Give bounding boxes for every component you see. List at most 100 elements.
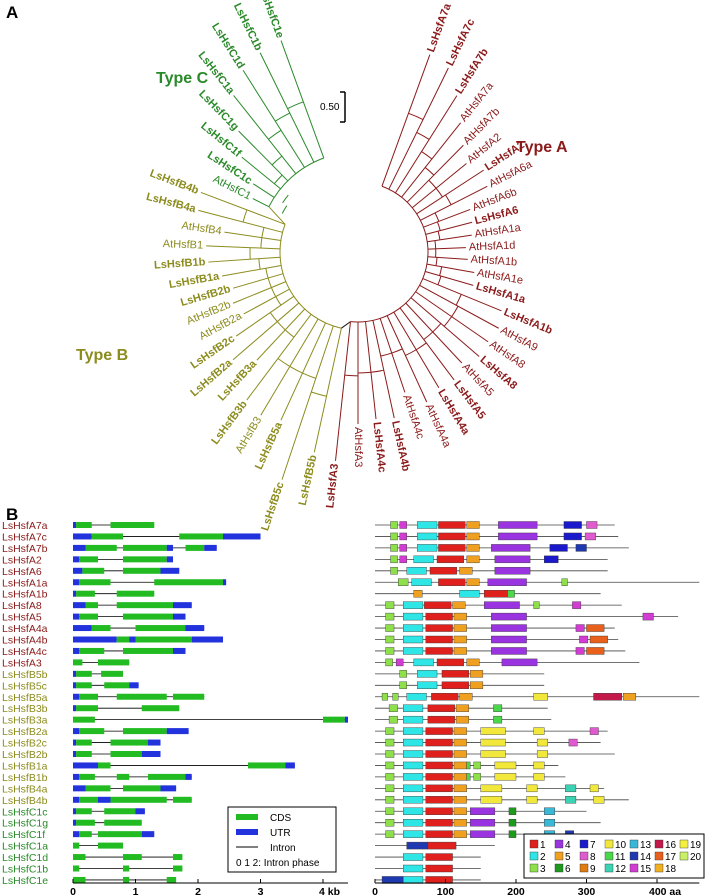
motif-box [406,693,427,701]
tree-leaf-label: LsHsfB4a [145,191,198,216]
utr-block [73,762,98,769]
motif-box [403,830,424,838]
utr-block [191,636,223,643]
tree-leaf-label: LsHsfC1e [257,0,286,40]
motif-box [589,635,608,644]
motif-box [392,693,399,701]
tree-subclade-arc [261,227,265,238]
tree-subclade-arc [455,294,462,306]
utr-block [73,647,80,654]
motif-box [403,796,424,804]
motif-box [403,807,424,815]
motif-box [425,807,453,815]
motif-box [589,784,599,793]
motif-box [403,624,424,632]
cds-block [76,705,98,712]
tree-subclade-arc [439,266,443,276]
utr-block [148,739,161,746]
cds-block [76,590,95,597]
motif-legend-label: 7 [590,840,596,851]
motif-legend-swatch [529,839,539,849]
cds-block [82,567,105,574]
motif-box [425,738,453,747]
motif-box [453,624,467,632]
motif-box [508,807,517,815]
motif-box [385,612,395,621]
motif-box [425,784,453,793]
tree-branch [411,163,467,209]
cds-block [116,590,155,597]
motif-box [425,830,453,838]
tree-subclade-arc [268,129,282,140]
motif-box [480,784,503,793]
tree-subclade-arc [421,151,433,160]
motif-box [459,590,480,598]
gene-label: LsHsfA4b [2,635,48,647]
motif-box [498,532,538,541]
motif-box [385,750,395,758]
motif-box [381,876,404,884]
motif-legend-swatch [629,851,639,861]
gene-axis-tick-label: 3 [258,886,264,895]
tree-subclade-arc [424,167,435,176]
tree-subclade-arc [302,372,316,379]
tree-branch [259,52,315,163]
motif-box [494,555,531,564]
tree-branch [405,302,463,364]
utr-block [344,716,348,723]
motif-box [385,773,395,781]
cds-block [104,808,136,815]
motif-box [425,773,453,781]
motif-box [425,624,453,632]
cds-block [79,647,105,654]
motif-box [385,738,395,747]
cds-block [79,728,105,735]
gene-label: LsHsfB2c [2,738,47,750]
motif-axis-tick-label: 200 [507,886,525,895]
tree-leaf-label: LsHsfC1b [231,1,265,53]
motif-box [403,853,424,861]
tree-subclade-arc [445,194,452,205]
motif-box [385,807,395,815]
cds-block [79,773,95,780]
motif-box [453,647,467,655]
motif-box [438,578,466,586]
motif-box [403,612,424,621]
utr-block [129,682,139,689]
motif-box [584,532,596,541]
cds-block [123,647,173,654]
motif-box [417,670,438,678]
motif-box [438,521,466,529]
motif-box [453,750,467,758]
tree-branch-bc [268,206,286,225]
motif-legend-swatch [554,851,564,861]
motif-box [586,521,598,529]
gene-label: LsHsfA8 [2,600,42,612]
motif-legend-label: 5 [565,852,571,863]
motif-box [381,693,388,701]
tree-branch [372,320,395,419]
tree-branch [334,321,351,461]
gene-label: LsHsfC1a [2,841,48,853]
tree-branch [232,273,284,289]
gene-label: LsHsfA1b [2,589,48,601]
motif-box [403,750,424,758]
motif-box [425,819,453,827]
motif-axis-tick-label: 300 [578,886,596,895]
tree-branch [246,314,312,401]
tree-subclade-arc [428,179,437,189]
cds-block [123,854,142,861]
cds-block [73,716,95,723]
motif-box [466,521,480,529]
motif-box [469,670,484,678]
motif-box [413,590,423,598]
motif-box [385,796,395,804]
motif-box [563,532,582,541]
motif-box [453,773,467,781]
tree-branch [238,130,289,182]
tree-subclade-arc [380,352,392,357]
utr-block [73,739,77,746]
cds-block [76,670,92,677]
tree-branch [427,234,472,243]
